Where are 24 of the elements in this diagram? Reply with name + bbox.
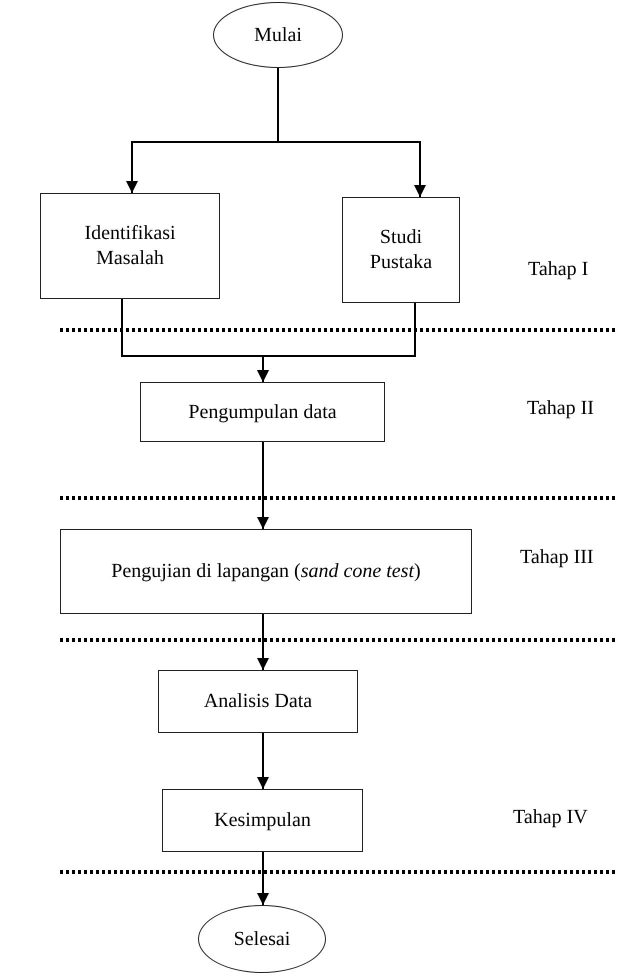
arrow: [257, 303, 416, 382]
stage-label: Tahap II: [527, 397, 594, 420]
stage-label: Tahap IV: [513, 806, 588, 829]
arrow: [257, 442, 269, 529]
node-text: Selesai: [234, 926, 290, 952]
stage-label: Tahap III: [520, 546, 594, 569]
arrow: [257, 852, 269, 905]
process-box: [162, 789, 363, 852]
arrow: [257, 614, 269, 670]
process-box: [342, 197, 460, 303]
node-text: Kesimpulan: [214, 808, 311, 833]
stage-label: Tahap I: [528, 258, 588, 281]
node-text: Identifikasi Masalah: [83, 221, 177, 271]
process-box: [40, 193, 220, 299]
node-text: Pengumpulan data: [188, 400, 337, 424]
node-text: Studi Pustaka: [368, 225, 434, 275]
arrow: [257, 733, 269, 789]
arrow: [277, 68, 426, 197]
node-text: Mulai: [254, 22, 302, 48]
node-text: Pengujian di lapangan (sand cone test): [111, 559, 421, 584]
process-box: [140, 382, 385, 442]
process-box: [158, 670, 358, 733]
process-box: [60, 529, 472, 614]
node-text: Analisis Data: [204, 689, 312, 714]
